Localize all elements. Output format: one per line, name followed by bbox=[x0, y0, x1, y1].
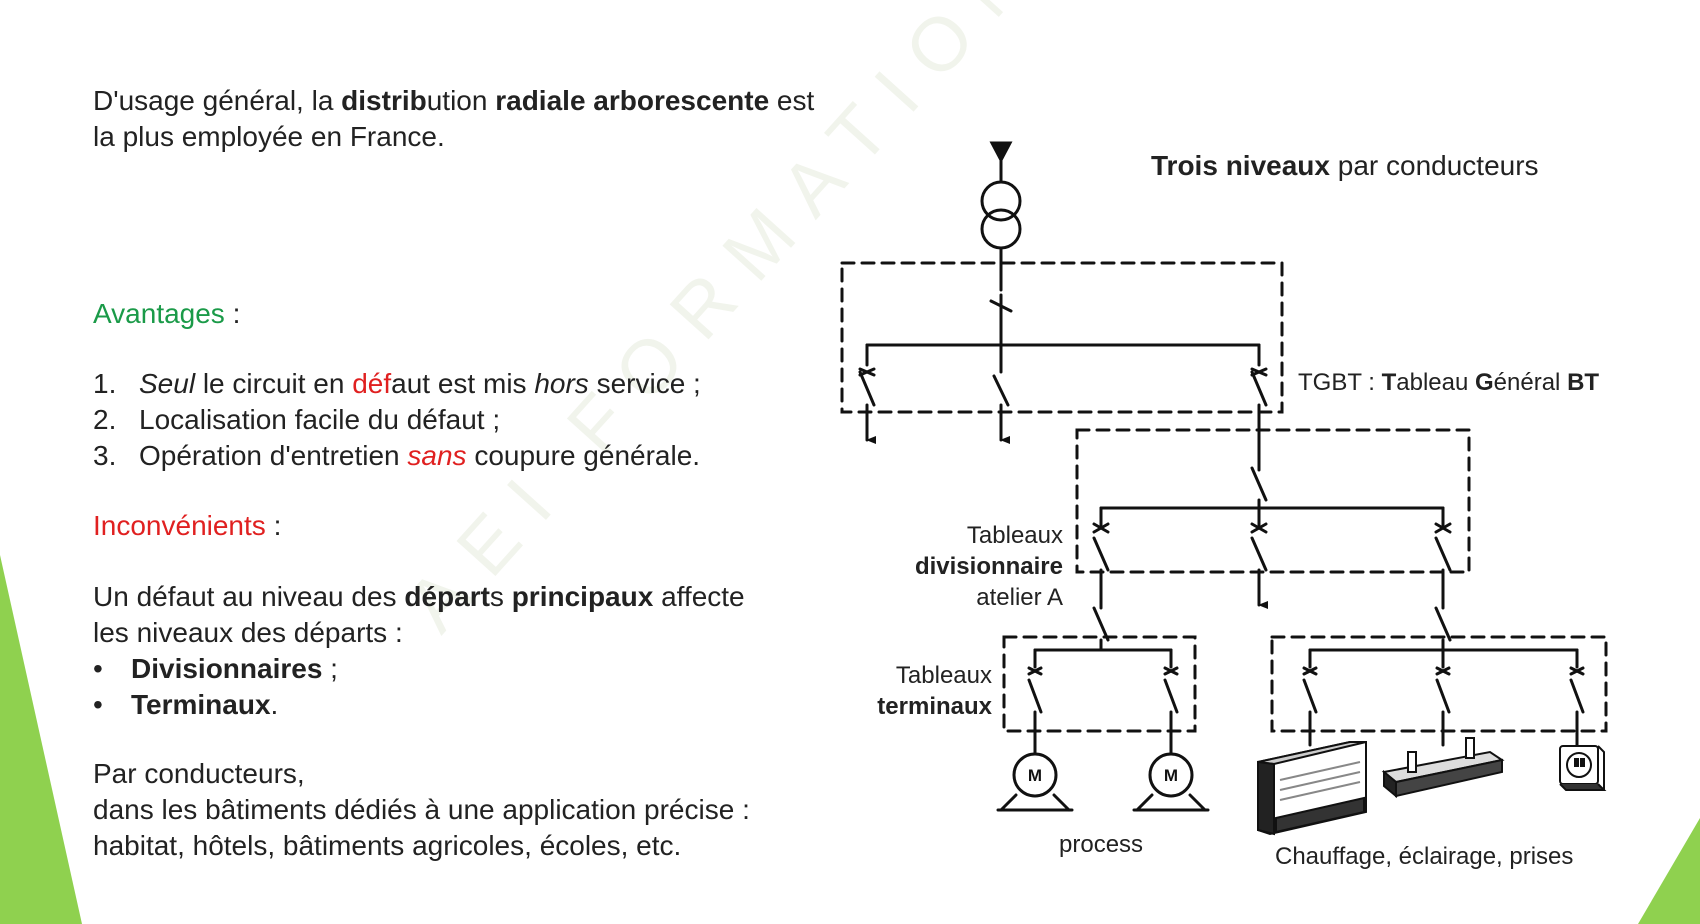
bold-text: T bbox=[1381, 369, 1397, 396]
heater-icon bbox=[1257, 741, 1367, 836]
text: ableau bbox=[1396, 369, 1475, 396]
motor-label: M bbox=[1164, 766, 1178, 785]
term-line-2: terminaux bbox=[877, 693, 992, 720]
tgbt-label: TGBT : Tableau Général BT bbox=[1298, 367, 1599, 398]
bullet-icon: • bbox=[93, 653, 103, 684]
text: affecte bbox=[653, 581, 745, 612]
intro-line-1: D'usage général, la distribution radiale… bbox=[93, 83, 893, 119]
terminaux-label: Tableaux terminaux bbox=[877, 660, 992, 722]
term-line-1: Tableaux bbox=[895, 662, 992, 689]
list-number: 3. bbox=[93, 440, 117, 471]
text: ; bbox=[322, 653, 338, 684]
bullet-item: • Divisionnaires ; bbox=[93, 651, 893, 687]
text: TGBT : bbox=[1298, 369, 1382, 396]
socket-icon bbox=[1559, 745, 1607, 791]
list-number: 2. bbox=[93, 404, 117, 435]
bold-text: Terminaux bbox=[131, 689, 271, 720]
green-triangle-left bbox=[0, 555, 82, 924]
inconvenients-paragraph: Un défaut au niveau des départs principa… bbox=[93, 579, 893, 723]
diagram-title: Trois niveaux par conducteurs bbox=[1151, 150, 1539, 181]
motor-icon bbox=[1132, 752, 1210, 812]
intro-bold: radiale arborescente bbox=[495, 85, 770, 116]
inconvenients-title: Inconvénients bbox=[93, 510, 266, 541]
avantages-list: 1. Seul le circuit en défaut est mis hor… bbox=[93, 366, 893, 474]
process-label: process bbox=[1059, 831, 1144, 858]
red-text: déf bbox=[352, 368, 392, 399]
text: Un défaut au niveau des bbox=[93, 581, 405, 612]
light-fixture-icon bbox=[1381, 737, 1505, 799]
divisionnaire-box bbox=[1075, 428, 1471, 574]
list-text: Seul le circuit en défaut est mis hors s… bbox=[139, 366, 701, 402]
incon-line-2: les niveaux des départs : bbox=[93, 617, 403, 648]
text: le circuit en bbox=[195, 368, 353, 399]
list-item: 2. Localisation facile du défaut ; bbox=[93, 402, 893, 438]
list-text: Localisation facile du défaut ; bbox=[139, 404, 501, 435]
par-line-1: Par conducteurs, bbox=[93, 758, 305, 789]
list-item: 1. Seul le circuit en défaut est mis hor… bbox=[93, 366, 893, 402]
par-conducteurs-paragraph: Par conducteurs, dans les bâtiments dédi… bbox=[93, 756, 943, 864]
italic-text: hors bbox=[534, 368, 589, 399]
divisionnaire-label: Tableaux divisionnaire atelier A bbox=[915, 520, 1063, 613]
bullet-icon: • bbox=[93, 689, 103, 720]
par-line-3: habitat, hôtels, bâtiments agricoles, éc… bbox=[93, 830, 682, 861]
bold-text: principaux bbox=[511, 581, 654, 612]
par-line-2: dans les bâtiments dédiés à une applicat… bbox=[93, 794, 750, 825]
green-triangle-right bbox=[1638, 818, 1700, 924]
intro-line-2: la plus employée en France. bbox=[93, 121, 445, 152]
chauffage-label: Chauffage, éclairage, prises bbox=[1275, 843, 1574, 870]
bullet-item: • Terminaux. bbox=[93, 687, 893, 723]
transformer-icon bbox=[980, 180, 1022, 222]
terminal-box-chauffage bbox=[1270, 635, 1608, 733]
list-text: Opération d'entretien sans coupure génér… bbox=[139, 438, 700, 474]
list-number: 1. bbox=[93, 368, 117, 399]
bold-text: G bbox=[1475, 369, 1494, 396]
text: par conducteurs bbox=[1329, 150, 1539, 181]
text: aut est mis bbox=[391, 368, 535, 399]
text: énéral bbox=[1493, 369, 1568, 396]
inconvenients-colon: : bbox=[265, 510, 282, 541]
list-item: 3. Opération d'entretien sans coupure gé… bbox=[93, 438, 893, 474]
div-line-3: atelier A bbox=[976, 584, 1063, 611]
div-line-1: Tableaux bbox=[966, 522, 1063, 549]
text: coupure générale. bbox=[466, 440, 701, 471]
intro-paragraph: D'usage général, la distribution radiale… bbox=[93, 83, 893, 155]
div-line-2: divisionnaire bbox=[914, 553, 1063, 580]
bold-text: Trois niveaux bbox=[1151, 150, 1330, 181]
intro-text: ution bbox=[426, 85, 496, 116]
red-italic-text: sans bbox=[407, 440, 467, 471]
bold-text: départ bbox=[404, 581, 490, 612]
text: . bbox=[270, 689, 279, 720]
text: s bbox=[489, 581, 512, 612]
avantages-title: Avantages bbox=[93, 298, 225, 329]
italic-text: Seul bbox=[139, 368, 196, 399]
avantages-heading: Avantages : bbox=[93, 296, 240, 332]
terminal-box-process bbox=[1002, 635, 1197, 733]
motor-label: M bbox=[1028, 766, 1042, 785]
motor-icon bbox=[996, 752, 1074, 812]
transformer-icon bbox=[980, 208, 1022, 250]
text: Opération d'entretien bbox=[139, 440, 408, 471]
intro-text: D'usage général, la bbox=[93, 85, 342, 116]
incon-line-1: Un défaut au niveau des départs principa… bbox=[93, 579, 893, 615]
avantages-colon: : bbox=[224, 298, 241, 329]
bold-text: Divisionnaires bbox=[131, 653, 323, 684]
intro-bold: distrib bbox=[341, 85, 427, 116]
tgbt-box bbox=[840, 261, 1284, 414]
bold-text: BT bbox=[1567, 369, 1600, 396]
text: service ; bbox=[588, 368, 701, 399]
intro-text: est bbox=[769, 85, 815, 116]
inconvenients-heading: Inconvénients : bbox=[93, 508, 281, 544]
